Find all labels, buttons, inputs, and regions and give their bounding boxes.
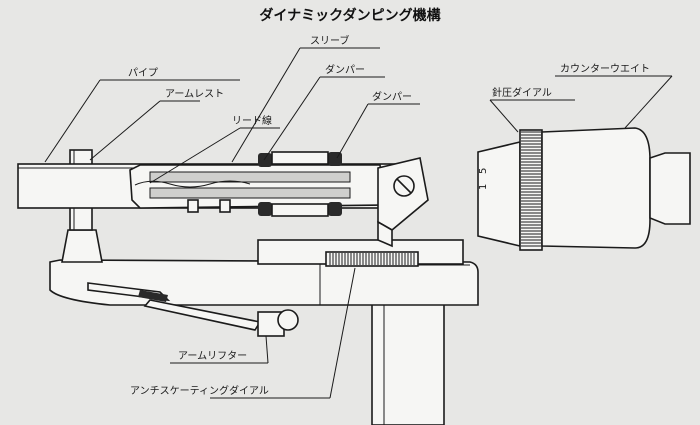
label-lead-wire: リード線 (232, 114, 272, 127)
pivot-bracket (377, 157, 429, 248)
damper-upper (258, 151, 342, 167)
label-pipe: パイプ (128, 67, 158, 79)
label-arm-rest: アームレスト (165, 88, 224, 100)
label-anti-skating-dial: アンチスケーティングダイアル (130, 384, 269, 397)
leader-lines (44, 47, 673, 399)
dial-mark-1: 1 (478, 184, 489, 190)
label-damper-1: ダンパー (325, 63, 365, 76)
label-sleeve: スリーブ (310, 34, 349, 47)
dial-mark-5: 5 (478, 168, 489, 174)
label-arm-lifter: アームリフター (178, 350, 247, 362)
label-damper-2: ダンパー (372, 90, 412, 103)
diagram-title: ダイナミックダンピング機構 (259, 7, 440, 24)
anti-skating-dial-shape (257, 239, 464, 267)
counterweight-shape (541, 127, 691, 249)
label-stylus-pressure-dial: 針圧ダイアル (492, 86, 552, 99)
sleeve-section (129, 151, 386, 217)
arm-post (371, 297, 445, 425)
arm-lifter-shape (87, 282, 299, 337)
label-counterweight: カウンターウエイト (560, 63, 650, 75)
stylus-pressure-dial-shape: 1 5 (477, 129, 543, 251)
damper-lower (258, 202, 342, 217)
